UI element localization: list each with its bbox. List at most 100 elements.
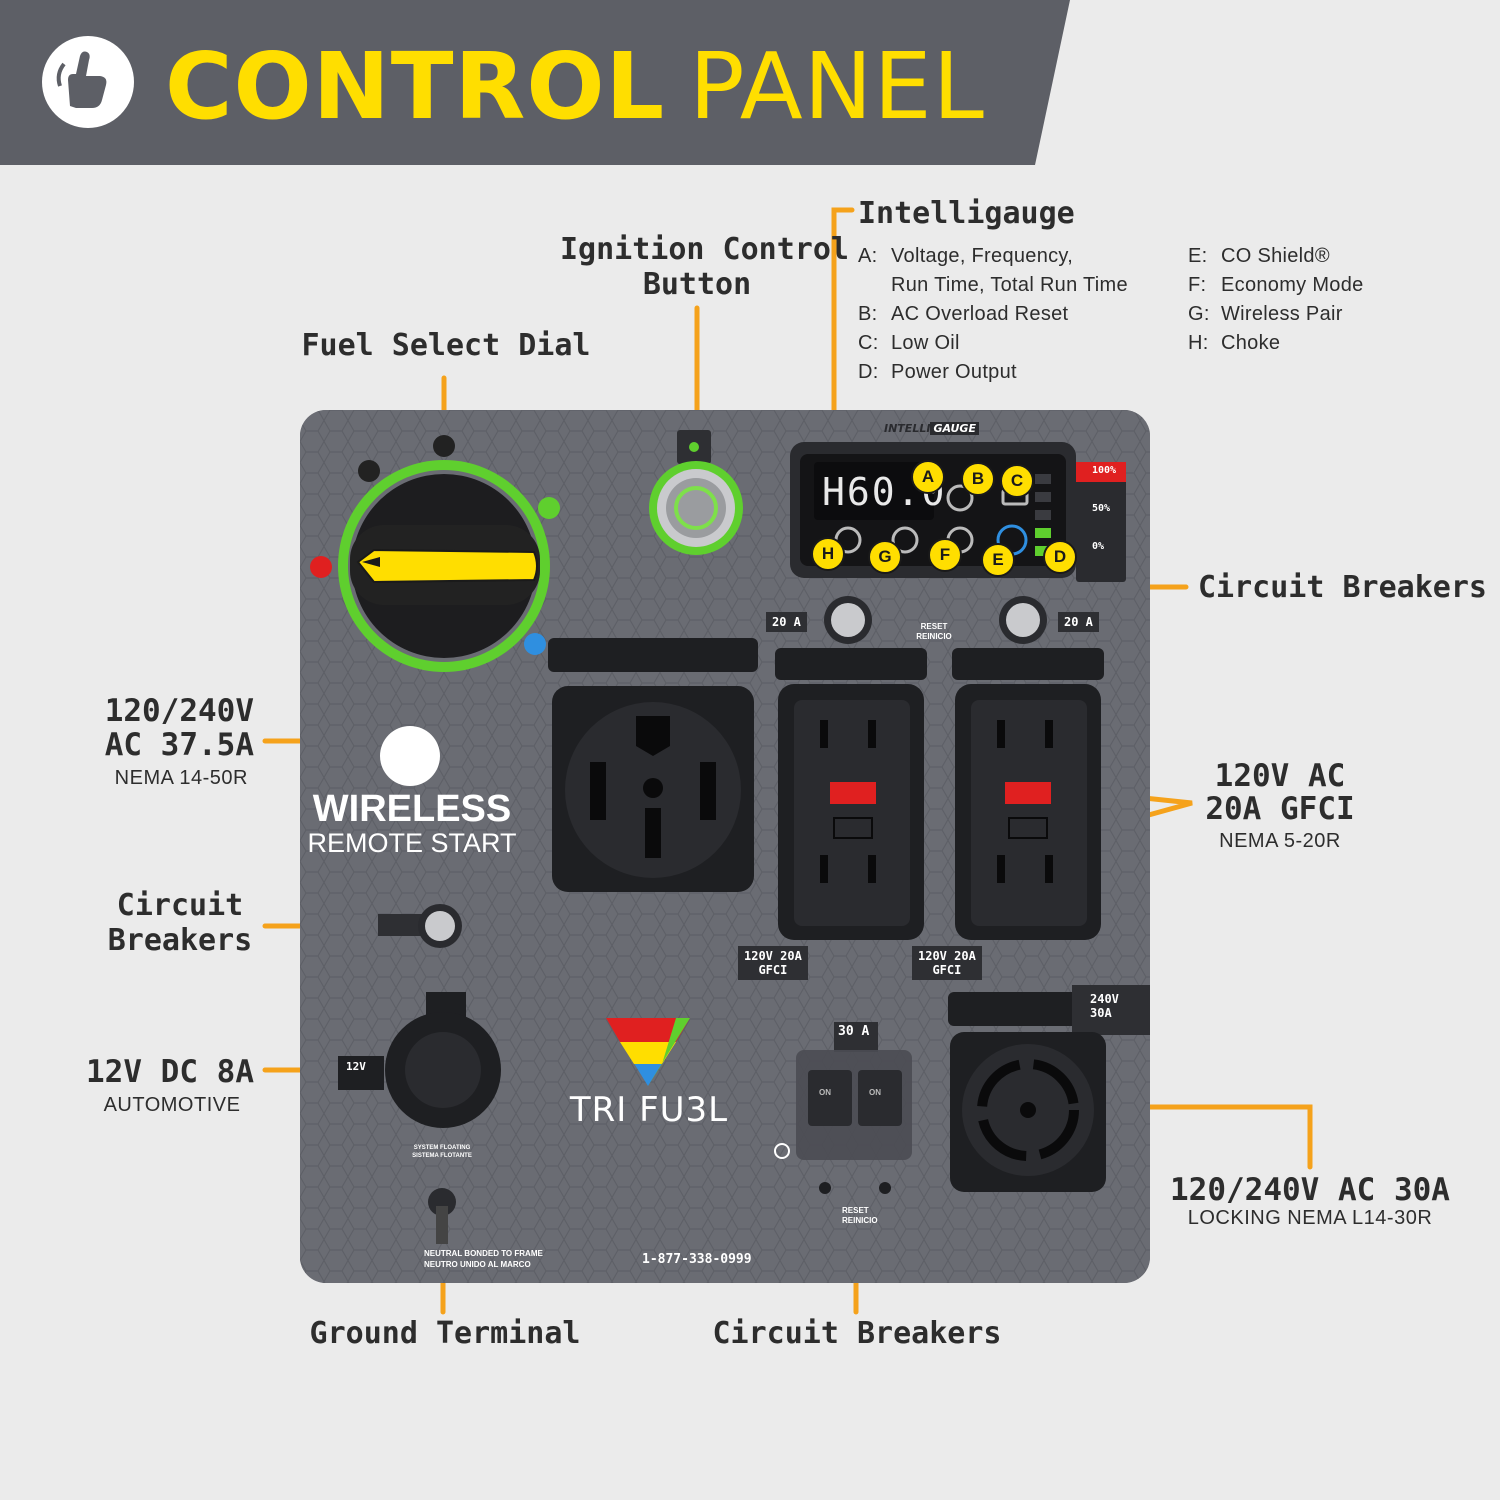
ignition-label-line1: Ignition Control (560, 232, 849, 267)
panel-graphics (300, 410, 1150, 1283)
legend-item-a-cont: Run Time, Total Run Time (891, 274, 1128, 296)
reset-es: REINICIO (916, 632, 952, 641)
reset-en: RESET (920, 622, 948, 631)
legend-item-h: H:Choke (1188, 332, 1281, 354)
gfci-tag-2b: GFCI (932, 963, 962, 977)
outlet-14-50r (548, 638, 758, 892)
circuit-breakers-bottom-label: Circuit Breakers (712, 1316, 1002, 1351)
breaker-20a-left-label: 20 A (766, 612, 807, 632)
gauge-marker-g: G (868, 540, 902, 574)
breaker-20a-right-label: 20 A (1058, 612, 1099, 632)
gfci-line1: 120V AC (1214, 758, 1346, 794)
wireless-sub: REMOTE START (307, 828, 517, 858)
reset-label-bottom: RESET REINICIO (820, 1206, 922, 1226)
ignition-button (649, 430, 743, 555)
circuit-breakers-left-label: Circuit Breakers (60, 888, 300, 958)
hand-pointer-icon (42, 36, 134, 128)
gfci-label: 120V AC 20A GFCI (1180, 760, 1380, 826)
ground-terminal (428, 1188, 456, 1244)
legend-item-g: G:Wireless Pair (1188, 303, 1343, 325)
trifuel-wordmark: TRI FU3L (569, 1090, 729, 1130)
wireless-icon (380, 726, 440, 786)
gfci-outlet-2 (952, 648, 1104, 940)
neutral-en: NEUTRAL BONDED TO FRAME (424, 1249, 543, 1258)
gauge-marker-h: H (811, 537, 845, 571)
l14-outlet-sub: LOCKING NEMA L14-30R (1187, 1207, 1433, 1229)
header-banner (0, 0, 1070, 165)
gauge-marker-e: E (981, 543, 1015, 577)
legend-item-a: A:Voltage, Frequency, (858, 245, 1074, 267)
outlet-50a-sub: NEMA 14-50R (114, 767, 248, 789)
intelligauge-legend-left: A:Voltage, Frequency, Run Time, Total Ru… (858, 242, 1128, 387)
power-level-50: 50% (1092, 503, 1111, 514)
dc-outlet-label: 12V DC 8A (86, 1054, 254, 1090)
outlet-50a-line1: 120/240V (104, 693, 254, 729)
trifuel-logo (606, 1018, 690, 1086)
circuit-breakers-left-line1: Circuit (116, 888, 244, 923)
dc-tag: 12V (346, 1060, 366, 1073)
fuel-select-label: Fuel Select Dial (301, 328, 591, 363)
l14-tag-a: 240V (1090, 992, 1119, 1006)
breaker-30a (774, 1022, 912, 1194)
gauge-brand-b: GAUGE (930, 422, 979, 435)
breaker-8a-left (378, 904, 462, 948)
power-level-100: 100% (1092, 465, 1117, 476)
breaker-20a-left (824, 596, 872, 644)
title-light: PANEL (689, 33, 985, 140)
l14-tag: 240V 30A (1090, 992, 1119, 1020)
gfci-tag-2: 120V 20A GFCI (912, 946, 982, 980)
intelligauge-legend-right: E:CO Shield® F:Economy Mode G:Wireless P… (1188, 242, 1364, 358)
circuit-breakers-right-label: Circuit Breakers (1198, 570, 1487, 605)
gfci-tag-1b: GFCI (758, 963, 788, 977)
legend-item-e: E:CO Shield® (1188, 245, 1330, 267)
outlet-50a-label: 120/240V AC 37.5A (40, 694, 254, 762)
gfci-outlet-1 (775, 648, 927, 940)
gfci-line2: 20A GFCI (1205, 791, 1355, 827)
legend-item-f: F:Economy Mode (1188, 274, 1364, 296)
gfci-tag-1: 120V 20A GFCI (738, 946, 808, 980)
breaker-on-left: ON (819, 1088, 831, 1097)
gfci-tag-2a: 120V 20A (918, 949, 976, 963)
legend-item-c: C:Low Oil (858, 332, 960, 354)
breaker-20a-right (999, 596, 1047, 644)
legend-item-b: B:AC Overload Reset (858, 303, 1069, 325)
ground-terminal-label: Ground Terminal (309, 1316, 581, 1351)
ignition-label-line2: Button (642, 267, 752, 302)
neutral-es: NEUTRO UNIDO AL MARCO (424, 1260, 531, 1269)
circuit-breakers-left-line2: Breakers (107, 923, 253, 958)
power-level-0: 0% (1092, 541, 1105, 552)
dc-socket (338, 992, 501, 1128)
outlet-50a-line2: AC 37.5A (104, 727, 254, 763)
floating-en: SYSTEM FLOATING (413, 1145, 471, 1151)
l14-tag-b: 30A (1090, 1006, 1112, 1020)
dc-outlet-sub: AUTOMOTIVE (103, 1094, 241, 1116)
gauge-marker-f: F (928, 538, 962, 572)
gauge-brand-a: INTELLI (884, 422, 931, 435)
gfci-sub: NEMA 5-20R (1219, 830, 1341, 852)
neutral-label: NEUTRAL BONDED TO FRAME NEUTRO UNIDO AL … (424, 1248, 543, 1270)
l14-outlet-label: 120/240V AC 30A (1170, 1172, 1450, 1208)
legend-item-d: D:Power Output (858, 361, 1017, 383)
gauge-marker-c: C (1000, 464, 1034, 498)
intelligauge-label: Intelligauge (858, 196, 1075, 231)
outlet-l14-30r (948, 985, 1150, 1192)
reset-label: RESET REINICIO (904, 622, 964, 642)
breaker-on-right: ON (869, 1088, 881, 1097)
floating-es: SISTEMA FLOTANTE (412, 1153, 472, 1159)
reset-en-bottom: RESET (842, 1206, 869, 1215)
gauge-marker-b: B (961, 462, 995, 496)
fuel-select-dial (310, 435, 560, 672)
wireless-title: WIRELESS (312, 788, 512, 830)
gfci-tag-1a: 120V 20A (744, 949, 802, 963)
ignition-label: Ignition Control Button (560, 232, 849, 302)
floating-label: SYSTEM FLOATING SISTEMA FLOTANTE (390, 1144, 494, 1160)
reset-es-bottom: REINICIO (842, 1216, 878, 1225)
gauge-marker-d: D (1043, 540, 1077, 574)
breaker-30a-label: 30 A (838, 1024, 870, 1039)
gauge-marker-a: A (911, 460, 945, 494)
title-bold: CONTROL (165, 33, 666, 140)
phone-number: 1-877-338-0999 (642, 1252, 752, 1267)
